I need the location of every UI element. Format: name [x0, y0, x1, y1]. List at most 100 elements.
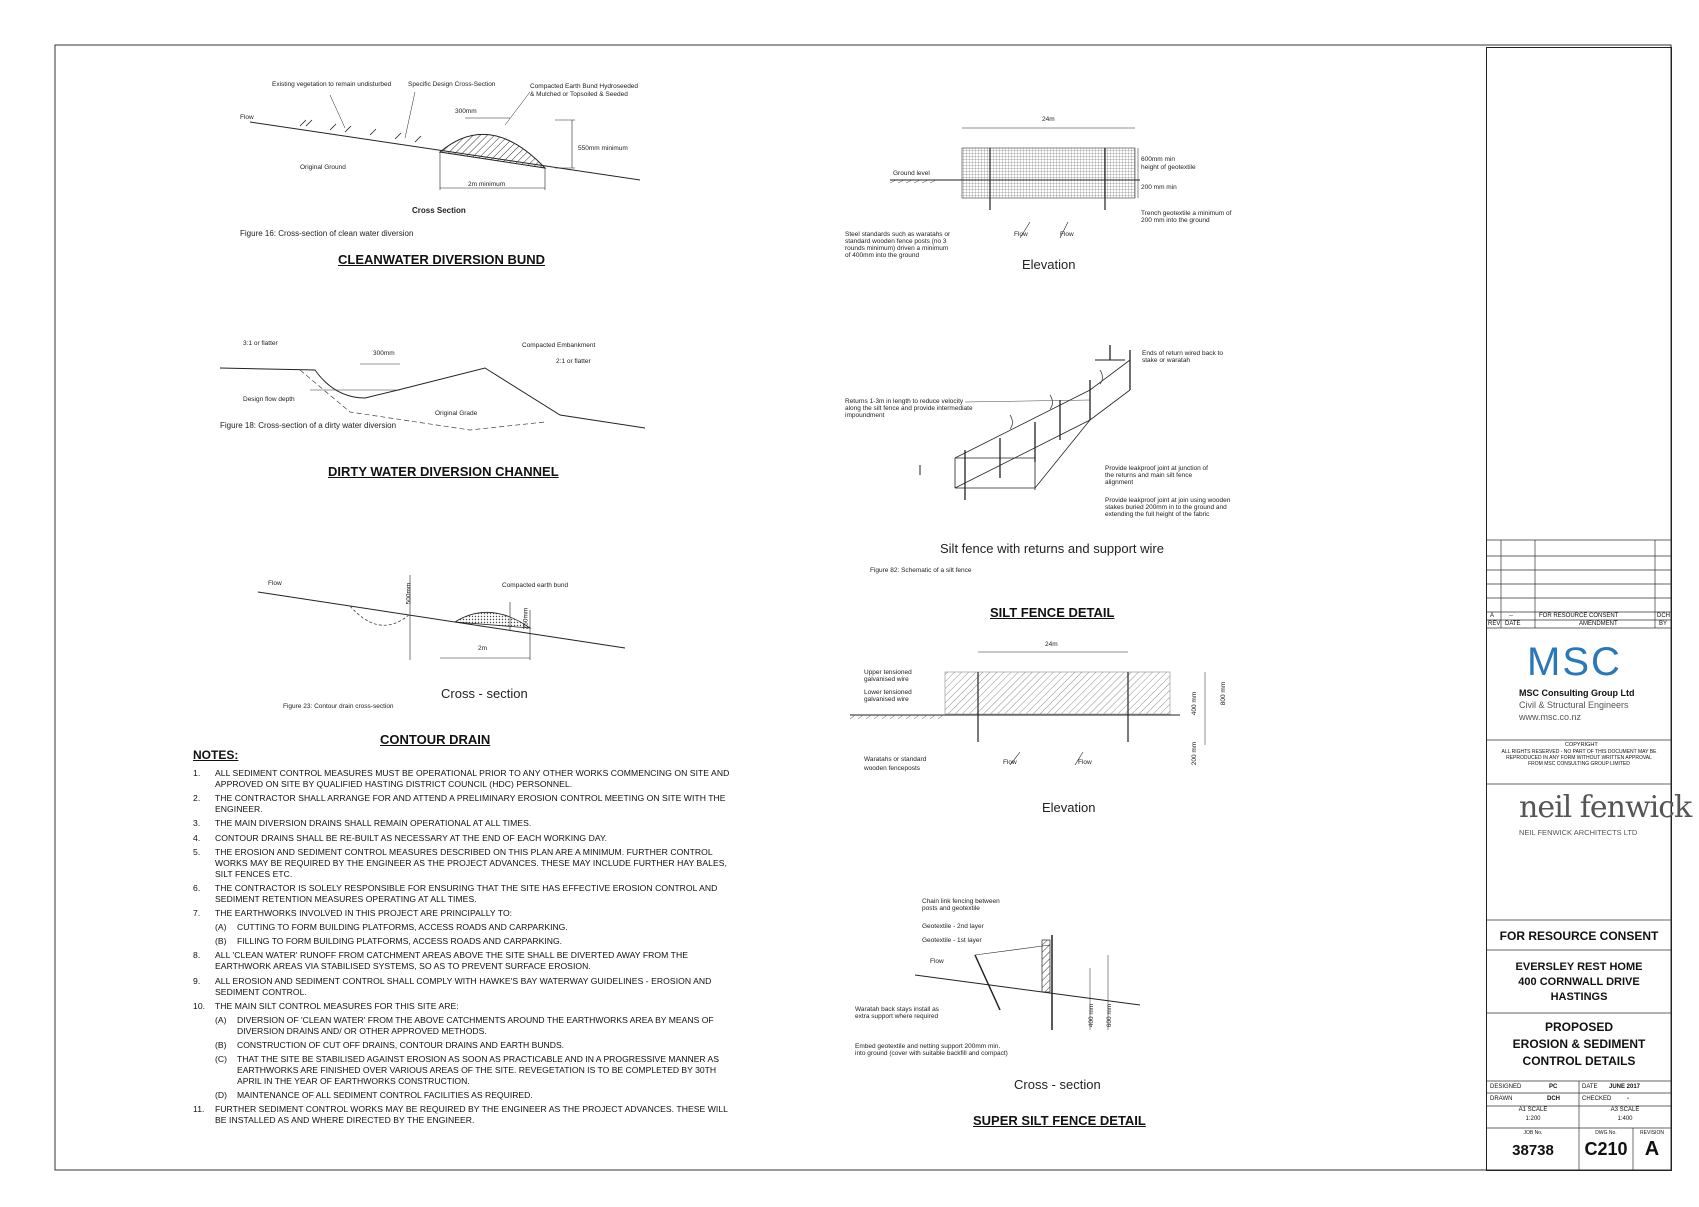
sr-section-label: Silt fence with returns and support wire — [940, 541, 1164, 556]
se-flow-label-b: Flow — [1078, 759, 1092, 766]
rev-date: -- — [1509, 613, 1513, 619]
note-number: (B) — [215, 1039, 227, 1050]
checked-value: - — [1627, 1096, 1629, 1102]
cw-flow-label: Flow — [240, 114, 254, 121]
sf1-steel-label-4: of 400mm into the ground — [845, 252, 920, 259]
note-text: THE EARTHWORKS INVOLVED IN THIS PROJECT … — [215, 908, 513, 919]
note-item: (A)DIVERSION OF 'CLEAN WATER' FROM THE A… — [193, 1015, 733, 1037]
note-text: THE EROSION AND SEDIMENT CONTROL MEASURE… — [215, 846, 727, 879]
cw-design-label: Specific Design Cross-Section — [408, 81, 496, 88]
cd-flow-label: Flow — [268, 580, 282, 587]
by-header: BY — [1659, 621, 1668, 627]
se-400-label: 400 mm — [1191, 691, 1199, 716]
amendment-header: AMENDMENT — [1579, 621, 1618, 627]
se-upper-label-1: Upper tensioned — [864, 669, 912, 676]
note-item: 11.FURTHER SEDIMENT CONTROL WORKS MAY BE… — [193, 1104, 733, 1126]
sf1-ground-label: Ground level — [893, 170, 930, 177]
note-number: 10. — [193, 1000, 206, 1011]
se-lower-label-2: galvanised wire — [864, 696, 909, 703]
note-text: THE CONTRACTOR SHALL ARRANGE FOR AND ATT… — [215, 793, 726, 815]
se-200-label: 200 mm — [1191, 741, 1199, 766]
note-text: ALL SEDIMENT CONTROL MEASURES MUST BE OP… — [215, 768, 730, 789]
note-item: (B) CONSTRUCTION OF CUT OFF DRAINS, CONTO… — [193, 1040, 733, 1051]
sr-ret-label-1: Returns 1-3m in length to reduce velocit… — [845, 398, 964, 405]
cw-figure-caption: Figure 16: Cross-section of clean water … — [240, 229, 414, 238]
dw-embank-label: Compacted Embankment — [522, 342, 596, 349]
a3-scale-label: A3 SCALE — [1610, 1107, 1640, 1113]
sr-lp-label-2: the returns and main silt fence — [1105, 472, 1193, 479]
se-lower-label-1: Lower tensioned — [864, 689, 912, 696]
cd-500-label: 500mm — [405, 582, 413, 605]
sf1-200-label: 200 mm min — [1141, 184, 1177, 191]
note-number: (D) — [215, 1089, 227, 1100]
note-item: 9.ALL EROSION AND SEDIMENT CONTROL SHALL… — [193, 976, 733, 998]
super-silt-title: SUPER SILT FENCE DETAIL — [973, 1113, 1146, 1128]
sf1-600b-label: height of geotextile — [1141, 164, 1196, 171]
cleanwater-diagram — [249, 91, 641, 190]
sc-emb-label-1: Embed geotextile and netting support 200… — [855, 1043, 1001, 1050]
note-text: THE MAIN SILT CONTROL MEASURES FOR THIS … — [215, 1000, 459, 1011]
notes-block: NOTES: 1.ALL SEDIMENT CONTROL MEASURES M… — [193, 748, 733, 1129]
revision-label: REVISION — [1640, 1130, 1664, 1136]
dw-slope-label: 3:1 or flatter — [243, 340, 278, 347]
a1-scale-label: A1 SCALE — [1518, 1107, 1548, 1113]
note-text: THE CONTRACTOR IS SOLELY RESPONSIBLE FOR… — [215, 882, 718, 904]
sr-figure-caption: Figure 82: Schematic of a silt fence — [870, 567, 972, 574]
note-item: 7. THE EARTHWORKS INVOLVED IN THIS PROJEC… — [193, 908, 733, 919]
cd-section-label: Cross - section — [441, 686, 528, 701]
sc-section-label: Cross - section — [1014, 1077, 1101, 1092]
notes-list: 1. ALL SEDIMENT CONTROL MEASURES MUST BE … — [193, 768, 733, 1126]
super-elevation — [849, 651, 1206, 766]
note-number: 7. — [193, 908, 201, 919]
contour-title: CONTOUR DRAIN — [380, 732, 491, 747]
a3-scale-value: 1:400 — [1617, 1116, 1633, 1122]
note-number: 3. — [193, 818, 201, 829]
note-text: CONTOUR DRAINS SHALL BE RE-BUILT AS NECE… — [215, 832, 608, 843]
job-label: JOB No. — [1523, 1130, 1543, 1136]
note-number: 8. — [193, 950, 201, 961]
sf1-600-label: 600mm min — [1141, 156, 1175, 163]
sc-geo1-label: Geotextile - 1st layer — [922, 937, 982, 944]
se-flow-label-a: Flow — [1003, 759, 1017, 766]
note-text: FURTHER SEDIMENT CONTROL WORKS MAY BE RE… — [215, 1103, 728, 1125]
note-text: ALL 'CLEAN WATER' RUNOFF FROM CATCHMENT … — [215, 950, 688, 972]
drawing-title-3: CONTROL DETAILS — [1522, 1054, 1636, 1068]
dw-grade-label: Original Grade — [435, 410, 478, 417]
se-24m-label: 24m — [1045, 641, 1058, 648]
dirty-title: DIRTY WATER DIVERSION CHANNEL — [328, 464, 559, 479]
sr-ret-label-2: along the silt fence and provide interme… — [845, 405, 973, 412]
se-800-label: 800 mm — [1220, 681, 1228, 706]
sr-ret-label-3: impoundment — [845, 412, 885, 419]
title-block-grid — [1487, 539, 1671, 1170]
note-text: CONSTRUCTION OF CUT OFF DRAINS, CONTOUR … — [237, 1039, 565, 1050]
note-number: 9. — [193, 975, 201, 986]
note-number: (A) — [215, 1014, 227, 1025]
cd-2m-label: 2m — [478, 645, 488, 652]
contour-diagram — [257, 575, 626, 660]
sr-lpb-label-2: stakes buried 200mm in to the ground and — [1105, 504, 1227, 511]
rev-by: DCH — [1657, 613, 1670, 619]
se-section-label: Elevation — [1042, 800, 1096, 815]
status-label: FOR RESOURCE CONSENT — [1499, 929, 1659, 943]
dwg-label: DWG No. — [1595, 1130, 1617, 1136]
cw-bund-label: Compacted Earth Bund Hydroseeded — [530, 83, 639, 90]
dirty-diagram — [219, 363, 646, 431]
sc-geo2-label: Geotextile - 2nd layer — [922, 923, 984, 930]
note-number: 4. — [193, 832, 201, 843]
date-header: DATE — [1505, 621, 1521, 627]
note-number: 1. — [193, 768, 201, 778]
job-value: 38738 — [1512, 1142, 1554, 1159]
cw-2m-label: 2m minimum — [468, 181, 506, 188]
note-text: MAINTENANCE OF ALL SEDIMENT CONTROL FACI… — [237, 1089, 533, 1100]
silt-returns-diagram — [919, 345, 1131, 500]
sf1-section-label: Elevation — [1022, 257, 1076, 272]
sf1-flow-label-b: Flow — [1060, 231, 1074, 238]
msc-name: MSC Consulting Group Ltd — [1519, 688, 1635, 698]
copyright-text: ALL RIGHTS RESERVED - NO PART OF THIS DO… — [1501, 749, 1657, 767]
dw-figure-caption: Figure 18: Cross-section of a dirty wate… — [220, 421, 397, 430]
drawn-label: DRAWN — [1490, 1096, 1513, 1102]
revision-value: A — [1644, 1138, 1660, 1160]
sf1-trench-label: Trench geotextile a minimum of — [1141, 210, 1232, 217]
sr-lpb-label-3: extending the full height of the fabric — [1105, 511, 1210, 518]
sr-lp-label-3: alignment — [1105, 479, 1134, 486]
